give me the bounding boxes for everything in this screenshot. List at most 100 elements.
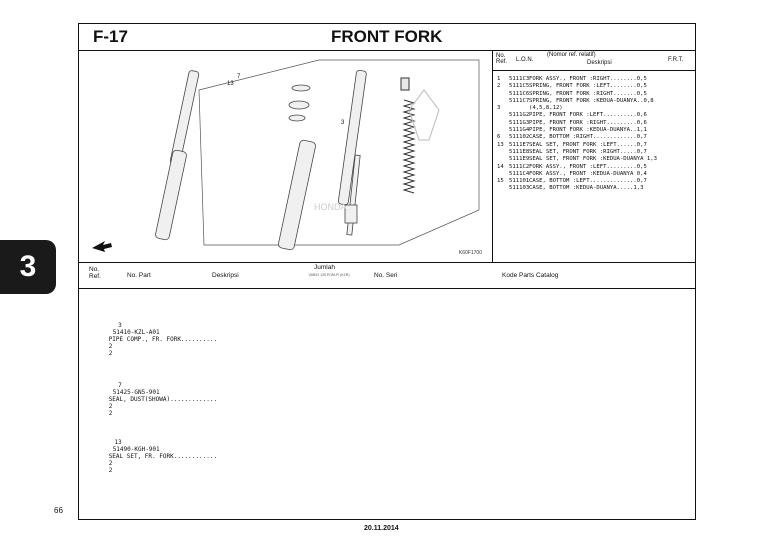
fork-spring [400, 77, 416, 194]
ref-header-lon: L.O.N. [516, 57, 534, 63]
ref-header-frt: F.R.T. [668, 57, 684, 63]
honda-watermark [408, 89, 440, 141]
ref-desc: FORK ASSY., FRONT :LEFT.........0,5 [529, 163, 647, 170]
ref-no: 13 [497, 141, 504, 148]
ref-desc: CASE, BOTTOM :RIGHT.............0,7 [529, 134, 647, 141]
lon-code: 5111E8 [509, 148, 530, 155]
ref-no: 6 [497, 134, 501, 141]
exploded-diagram: HONDA 7 13 3 K60F1700 [79, 50, 493, 262]
inner-fork-case [278, 84, 316, 251]
ref-desc: CASE, BOTTOM :LEFT..............0,7 [529, 178, 647, 185]
ref-no [497, 91, 509, 98]
parts-header-kode: Kode Parts Catalog [502, 272, 559, 279]
callout-3: 3 [341, 120, 345, 126]
page-number: 66 [54, 506, 63, 515]
parts-header-jumlah: Jumlah [314, 264, 335, 271]
ref-desc: CASE, BOTTOM :KEDUA-DUANYA.....1,3 [529, 185, 644, 192]
lon-code: 5111C2 [509, 163, 530, 170]
title-row: F-17 FRONT FORK [79, 24, 695, 51]
part-number: 51490-KGH-901 [112, 446, 160, 453]
front-arrow-icon [92, 241, 112, 252]
ref-header-note: (Nomor ref. relatif) [547, 52, 596, 58]
callout-13: 13 [227, 81, 234, 87]
part-desc: SEAL, DUST(SHOWA)............. [108, 396, 218, 403]
part-qty-1: 2 [108, 460, 113, 467]
page-title: FRONT FORK [331, 27, 443, 46]
parts-header-no-ref: No. Ref. [89, 266, 101, 280]
lon-code: 5111C4 [509, 170, 530, 177]
ref-row: 3 (4,5,8,12) [497, 105, 693, 112]
ref-table-header: No. Ref. L.O.N. (Nomor ref. relatif) Des… [492, 50, 695, 71]
ref-desc: SEAL SET, FRONT FORK :KEDUA-DUANYA 1,3 [529, 156, 657, 163]
damper-rod [344, 154, 361, 236]
parts-header-jumlah-sub: VARIO 125 PGM-FI (KZR) [308, 273, 350, 277]
part-qty-2: 2 [108, 467, 113, 474]
parts-header-deskripsi: Deskripsi [212, 272, 239, 279]
lon-code: 5111E7 [509, 141, 530, 148]
ref-no: 3 [497, 105, 501, 112]
table-row: 3 51410-KZL-A01 PIPE COMP., FR. FORK....… [87, 315, 242, 364]
part-number: 51425-GN5-901 [112, 389, 160, 396]
callout-7: 7 [237, 74, 241, 80]
ref-desc: PIPE, FRONT FORK :RIGHT.........0,6 [529, 119, 647, 126]
part-qty-1: 2 [108, 343, 113, 350]
part-qty-2: 2 [108, 410, 113, 417]
part-qty-1: 2 [108, 403, 113, 410]
ref-desc: PIPE, FRONT FORK :KEDUA-DUANYA..1,1 [529, 127, 647, 134]
ref-no [497, 120, 509, 127]
fork-pipe [337, 69, 367, 206]
lon-code: 511101 [509, 178, 530, 185]
parts-header-no-seri: No. Seri [374, 272, 398, 279]
ref-desc: FORK ASSY., FRONT :RIGHT........0,5 [529, 76, 647, 82]
lon-code: 5111C3 [509, 76, 530, 82]
part-ref: 3 [118, 322, 122, 329]
parts-header-no-part: No. Part [127, 272, 151, 279]
lon-code: 5111G2 [509, 112, 530, 119]
ref-desc: SEAL SET, FRONT FORK :RIGHT.....0,7 [529, 148, 647, 155]
ref-no [497, 127, 509, 134]
parts-table-header: No. Ref. No. Part Deskripsi Jumlah VARIO… [79, 262, 695, 289]
ref-desc: SEAL SET, FRONT FORK :LEFT......0,7 [529, 141, 647, 148]
table-row: 13 51490-KGH-901 SEAL SET, FR. FORK.....… [87, 432, 242, 481]
part-ref: 7 [118, 382, 122, 389]
lon-code: 5111G4 [509, 127, 530, 134]
lon-code: 5111C6 [509, 90, 530, 97]
ref-desc: SPRING, FRONT FORK :LEFT........0,5 [529, 83, 647, 90]
ref-no [497, 185, 509, 192]
ref-no [497, 171, 509, 178]
fork-illustration: HONDA 7 13 3 [92, 59, 480, 252]
part-desc: PIPE COMP., FR. FORK.......... [108, 336, 218, 343]
ref-desc: SPRING, FRONT FORK :KEDUA-DUANYA..0,8 [529, 97, 654, 104]
lon-code: 5111C5 [509, 83, 530, 90]
diagram-id: K60F1700 [458, 250, 482, 256]
ref-desc: FORK ASSY., FRONT :KEDUA-DUANYA 0,4 [529, 170, 647, 177]
ref-desc: (4,5,8,12) [529, 105, 563, 112]
chapter-tab: 3 [0, 240, 56, 294]
ref-no: 14 [497, 163, 504, 170]
part-ref: 13 [114, 439, 122, 446]
watermark-text: HONDA [314, 202, 347, 212]
part-desc: SEAL SET, FR. FORK............ [108, 453, 218, 460]
ref-no: 1 [497, 76, 501, 82]
ref-no: 2 [497, 83, 501, 90]
ref-desc: PIPE, FRONT FORK :LEFT..........0,6 [529, 112, 647, 119]
ref-no [497, 98, 509, 105]
ref-no [497, 156, 509, 163]
lon-code: 5111E9 [509, 156, 530, 163]
ref-header-deskripsi: Deskripsi [587, 60, 612, 66]
lon-code: 511102 [509, 134, 530, 141]
part-qty-2: 2 [108, 350, 113, 357]
